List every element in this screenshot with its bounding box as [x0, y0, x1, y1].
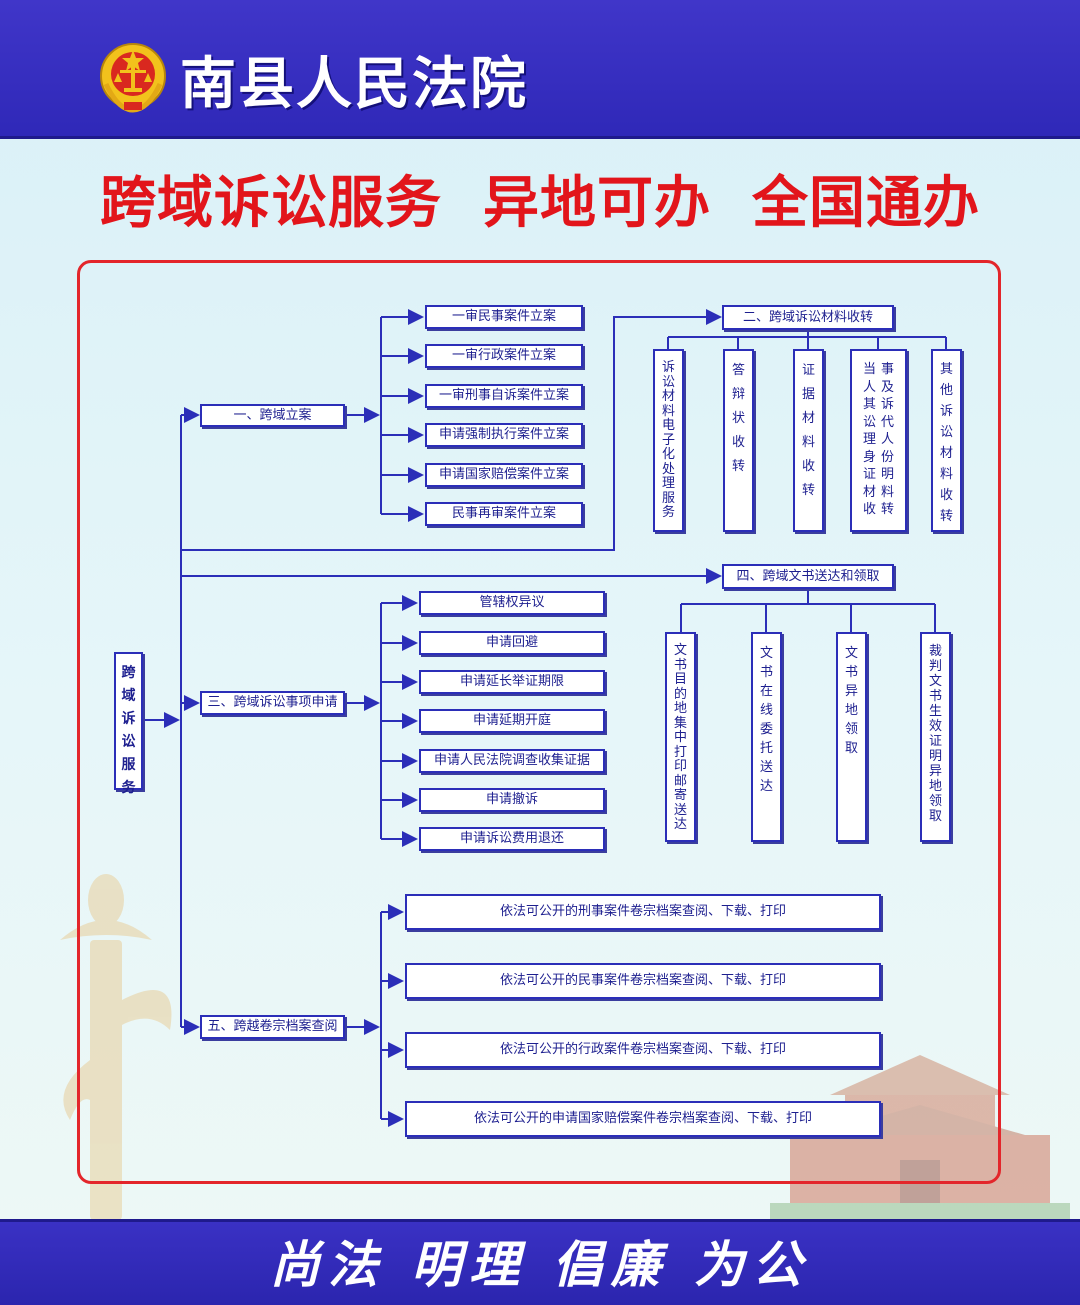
branch3-node: 三、跨域诉讼事项申请: [200, 691, 345, 715]
branch1-item: 一审民事案件立案: [425, 305, 583, 329]
branch3-item: 申请回避: [419, 631, 605, 655]
branch2-item: 证据材料收转: [793, 349, 824, 532]
branch3-item: 申请诉讼费用退还: [419, 827, 605, 851]
branch1-item: 民事再审案件立案: [425, 502, 583, 526]
branch1-item: 一审刑事自诉案件立案: [425, 384, 583, 408]
branch1-item: 申请强制执行案件立案: [425, 423, 583, 447]
branch3-item: 管辖权异议: [419, 591, 605, 615]
branch3-item: 申请延长举证期限: [419, 670, 605, 694]
branch4-item: 文书目的地集中打印邮寄送达: [665, 632, 696, 842]
footer-bar: 尚法 明理 倡廉 为公: [0, 1219, 1080, 1305]
branch4-item: 文书在线委托送达: [751, 632, 782, 842]
root-node: 跨域诉讼服务: [114, 652, 143, 796]
diagram-frame: [77, 260, 1001, 1184]
court-name: 南县人民法院: [180, 52, 528, 117]
slogan-title: 跨域诉讼服务 异地可办 全国通办: [100, 170, 980, 236]
footer-motto: 尚法 明理 倡廉 为公: [269, 1235, 811, 1294]
branch2-item: 其他诉讼材料收转: [931, 349, 962, 532]
branch2-item: 答辩状收转: [723, 349, 754, 532]
branch1-item: 申请国家赔偿案件立案: [425, 463, 583, 487]
branch4-item: 裁判文书生效证明异地领取: [920, 632, 951, 842]
branch5-item: 依法可公开的刑事案件卷宗档案查阅、下载、打印: [405, 894, 881, 930]
branch2-node: 二、跨域诉讼材料收转: [722, 305, 894, 330]
branch3-item: 申请延期开庭: [419, 709, 605, 733]
branch5-item: 依法可公开的行政案件卷宗档案查阅、下载、打印: [405, 1032, 881, 1068]
branch2-item4-col1: 当人其讼理身证材收: [862, 362, 876, 517]
branch1-item: 一审行政案件立案: [425, 344, 583, 368]
branch5-item: 依法可公开的民事案件卷宗档案查阅、下载、打印: [405, 963, 881, 999]
branch2-item: 诉讼材料电子化处理服务: [653, 349, 684, 532]
branch4-node: 四、跨域文书送达和领取: [722, 564, 894, 589]
branch5-node: 五、跨越卷宗档案查阅: [200, 1015, 345, 1039]
branch2-item: 当人其讼理身证材收 事及诉代人份明料转: [850, 349, 907, 532]
branch3-item: 申请撤诉: [419, 788, 605, 812]
branch2-item4-col2: 事及诉代人份明料转: [880, 362, 894, 517]
header-bar: 南县人民法院: [0, 0, 1080, 139]
branch3-item: 申请人民法院调查收集证据: [419, 749, 605, 773]
branch5-item: 依法可公开的申请国家赔偿案件卷宗档案查阅、下载、打印: [405, 1101, 881, 1137]
court-emblem-icon: [100, 43, 166, 113]
branch1-node: 一、跨域立案: [200, 404, 345, 427]
branch4-item: 文书异地领取: [836, 632, 867, 842]
